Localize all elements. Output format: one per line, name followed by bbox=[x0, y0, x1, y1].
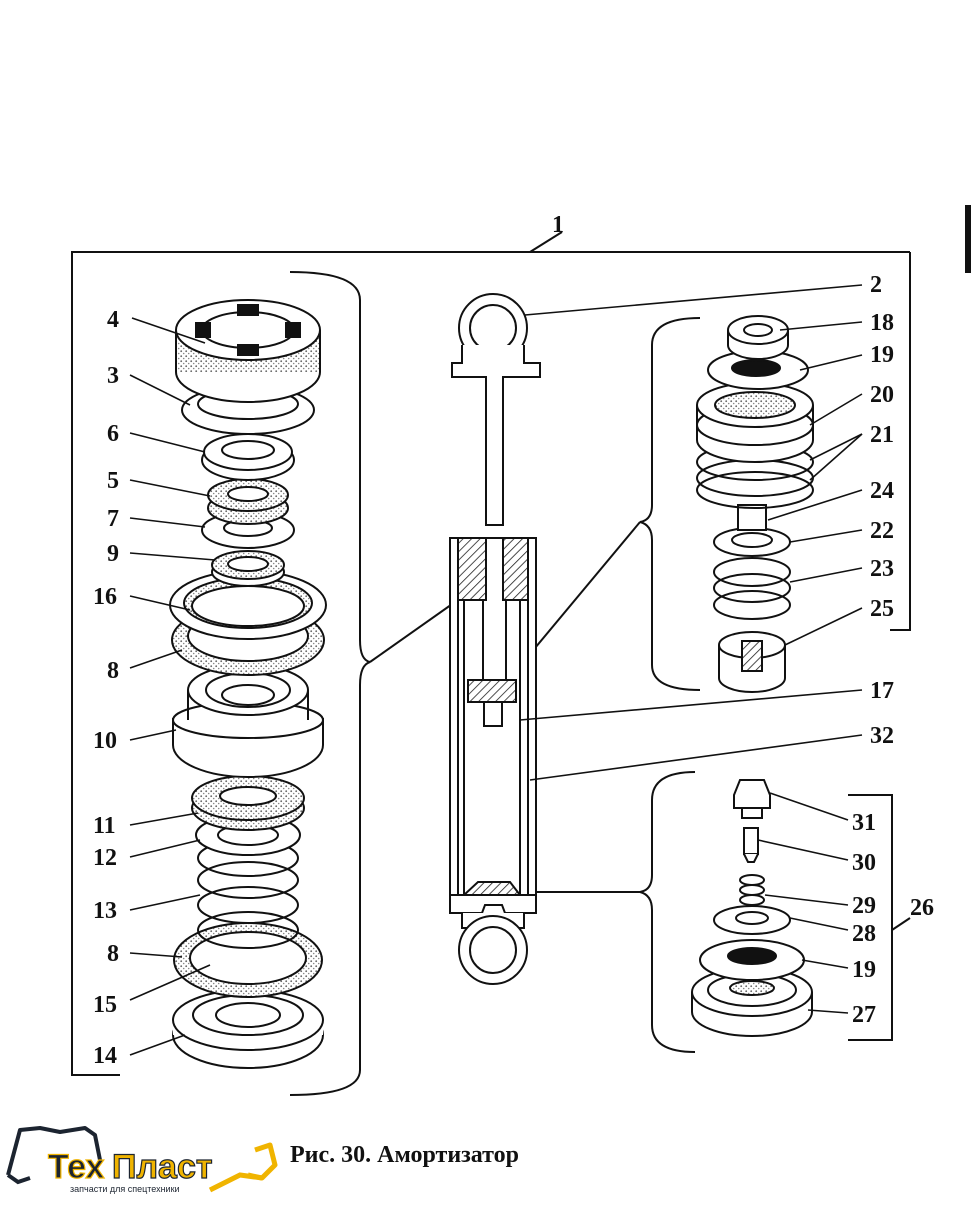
callout-30: 30 bbox=[852, 850, 876, 876]
piston-group-brace bbox=[639, 317, 701, 691]
callout-17: 17 bbox=[870, 678, 894, 704]
logo-wordmark-prefix: Тех bbox=[48, 1148, 105, 1186]
callout-19-lower: 19 bbox=[852, 957, 876, 983]
callout-14: 14 bbox=[93, 1043, 117, 1069]
part-14-base-cup bbox=[172, 989, 324, 1069]
assembly-frame bbox=[71, 231, 911, 1076]
callout-24: 24 bbox=[870, 478, 894, 504]
part-8-lower-felt-ring bbox=[173, 922, 323, 998]
callout-18: 18 bbox=[870, 310, 894, 336]
part-10-guide-housing bbox=[172, 664, 324, 778]
part-9-seal bbox=[211, 550, 285, 587]
callout-25: 25 bbox=[870, 596, 894, 622]
callout-2: 2 bbox=[870, 272, 882, 298]
leader-lines bbox=[129, 284, 863, 1056]
part-19-lower-plate bbox=[699, 939, 805, 981]
shock-absorber-assembly bbox=[449, 293, 541, 985]
valve-group-brace bbox=[639, 771, 696, 1053]
callout-5: 5 bbox=[107, 468, 119, 494]
part-5-seal bbox=[207, 478, 289, 525]
callout-20: 20 bbox=[870, 382, 894, 408]
callout-26: 26 bbox=[910, 895, 934, 921]
part-29-spring bbox=[739, 874, 765, 906]
part-11-gasket bbox=[191, 775, 305, 831]
part-16-ring bbox=[169, 570, 327, 640]
figure-caption: Рис. 30. Амортизатор bbox=[290, 1142, 519, 1168]
callout-31: 31 bbox=[852, 810, 876, 836]
part-19-valve-plate bbox=[707, 350, 809, 390]
callout-13: 13 bbox=[93, 898, 117, 924]
callout-22: 22 bbox=[870, 518, 894, 544]
callout-9: 9 bbox=[107, 541, 119, 567]
part-24-sleeve bbox=[737, 504, 767, 531]
logo-wordmark-suffix: Пласт bbox=[112, 1148, 213, 1186]
part-18-nut bbox=[727, 315, 789, 360]
callout-labels: 1 2 4 3 6 5 7 9 16 8 10 11 12 13 8 15 14… bbox=[93, 212, 934, 1069]
part-20-piston bbox=[696, 382, 814, 463]
callout-8-upper: 8 bbox=[107, 658, 119, 684]
callout-29: 29 bbox=[852, 893, 876, 919]
logo-tagline: запчасти для спецтехники bbox=[70, 1184, 180, 1194]
callout-16: 16 bbox=[93, 584, 117, 610]
scan-edge-mark bbox=[965, 205, 971, 273]
excavator-logo-icon: Тех Пласт запчасти для спецтехники bbox=[6, 1126, 278, 1194]
callout-27: 27 bbox=[852, 1002, 876, 1028]
callout-8-lower: 8 bbox=[107, 941, 119, 967]
callout-7: 7 bbox=[107, 506, 119, 532]
callout-11: 11 bbox=[93, 813, 116, 839]
left-parts-stack bbox=[169, 299, 327, 1069]
piston-parts-stack bbox=[696, 315, 814, 693]
part-23-spring bbox=[713, 557, 791, 620]
callout-3: 3 bbox=[107, 363, 119, 389]
part-27-valve-body bbox=[691, 967, 813, 1037]
part-22-washer bbox=[713, 527, 791, 557]
callout-4: 4 bbox=[107, 307, 119, 333]
part-13-spring bbox=[197, 839, 299, 949]
callout-1: 1 bbox=[552, 212, 564, 238]
part-4-nut bbox=[175, 299, 321, 403]
callout-23: 23 bbox=[870, 556, 894, 582]
callout-15: 15 bbox=[93, 992, 117, 1018]
callout-19-upper: 19 bbox=[870, 342, 894, 368]
part-6-washer bbox=[201, 433, 295, 481]
callout-12: 12 bbox=[93, 845, 117, 871]
part-30-pin bbox=[743, 827, 759, 863]
callout-21: 21 bbox=[870, 422, 894, 448]
part-31-plug bbox=[733, 779, 771, 819]
part-25-bushing bbox=[718, 631, 786, 693]
valve-parts-stack bbox=[691, 779, 813, 1037]
callout-6: 6 bbox=[107, 421, 119, 447]
callout-28: 28 bbox=[852, 921, 876, 947]
part-28-washer bbox=[713, 905, 791, 935]
callout-10: 10 bbox=[93, 728, 117, 754]
brand-logo: Тех Пласт запчасти для спецтехники bbox=[0, 1120, 285, 1200]
callout-32: 32 bbox=[870, 723, 894, 749]
